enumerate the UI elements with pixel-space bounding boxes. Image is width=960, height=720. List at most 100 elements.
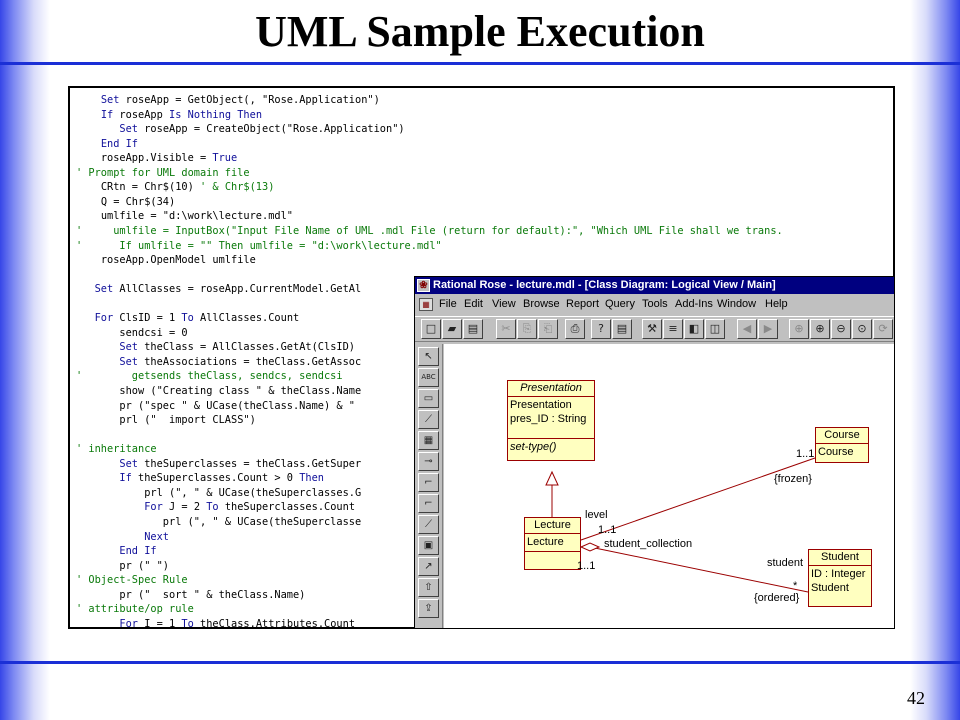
browse-component-icon[interactable]: ◧ bbox=[684, 319, 704, 339]
save-icon[interactable]: ▤ bbox=[463, 319, 483, 339]
diagram-tool-palette: ↖ ABC ▭ ⟋ ▦ ⊸ ⌐ ⌐ ⟋ ▣ ↗ ⇧ ⇪ bbox=[415, 344, 443, 628]
browse-deployment-icon[interactable]: ◫ bbox=[705, 319, 725, 339]
code-indent bbox=[76, 181, 101, 193]
menu-item-report[interactable]: Report bbox=[566, 298, 600, 310]
code-text: theClass.Attributes.Count bbox=[200, 617, 356, 629]
rational-rose-window[interactable]: ❀ Rational Rose - lecture.mdl - [Class D… bbox=[414, 276, 895, 629]
menu-item-view[interactable]: View bbox=[492, 298, 516, 310]
code-keyword: Is Nothing Then bbox=[169, 108, 263, 121]
realize-icon[interactable]: ⇪ bbox=[418, 599, 439, 618]
code-comment: ' If umlfile = "" Then umlfile = "d:\wor… bbox=[76, 239, 442, 252]
code-line: ' If umlfile = "" Then umlfile = "d:\wor… bbox=[76, 239, 442, 254]
document-menu-icon[interactable]: ▦ bbox=[419, 298, 433, 311]
code-indent bbox=[76, 109, 101, 121]
code-text: prl (", " & UCase(theSuperclasse bbox=[162, 515, 362, 528]
zoom-out-icon[interactable]: ⊖ bbox=[831, 319, 851, 339]
code-text: J = 2 bbox=[169, 501, 207, 514]
menu-item-add-ins[interactable]: Add-Ins bbox=[675, 298, 713, 310]
code-keyword: If bbox=[100, 108, 120, 121]
code-indent bbox=[76, 414, 119, 426]
code-line: Set roseApp = CreateObject("Rose.Applica… bbox=[76, 122, 405, 137]
association-icon[interactable]: ⌐ bbox=[418, 473, 439, 492]
window-title-bar[interactable]: ❀ Rational Rose - lecture.mdl - [Class D… bbox=[415, 277, 894, 294]
class-student[interactable]: Student ID : Integer Student bbox=[808, 549, 872, 607]
package-icon[interactable]: ▣ bbox=[418, 536, 439, 555]
code-text: CRtn = Chr$(10) bbox=[100, 181, 201, 194]
refresh-icon[interactable]: ⟳ bbox=[873, 319, 893, 339]
class-presentation[interactable]: Presentation Presentation pres_ID : Stri… bbox=[507, 380, 595, 461]
class-lecture[interactable]: Lecture Lecture bbox=[524, 517, 581, 570]
code-line: If roseApp Is Nothing Then bbox=[76, 108, 262, 123]
menu-bar: ▦ File Edit View Browse Report Query Tools Add-… bbox=[415, 295, 894, 314]
menu-item-edit[interactable]: Edit bbox=[464, 298, 483, 310]
code-keyword: To bbox=[181, 617, 201, 629]
code-line: For J = 2 To theSuperclasses.Count bbox=[76, 500, 355, 515]
undo-fit-icon[interactable]: ⊙ bbox=[852, 319, 872, 339]
class-course[interactable]: Course Course bbox=[815, 427, 869, 463]
copy-icon[interactable]: ⎘ bbox=[517, 319, 537, 339]
code-keyword: Set bbox=[100, 94, 126, 106]
level-association-line bbox=[580, 457, 816, 541]
class-name: Student bbox=[809, 550, 871, 566]
class-icon[interactable]: ▦ bbox=[418, 431, 439, 450]
relationship-lines bbox=[545, 457, 816, 593]
menu-item-query[interactable]: Query bbox=[605, 298, 635, 310]
cut-icon[interactable]: ✂ bbox=[496, 319, 516, 339]
code-text: pr ("spec " & UCase(theClass.Name) & " bbox=[119, 399, 355, 412]
code-indent bbox=[76, 94, 101, 106]
selection-arrow-icon[interactable]: ↖ bbox=[418, 347, 439, 366]
print-icon[interactable]: ⎙ bbox=[565, 319, 585, 339]
documentation-icon[interactable]: ▤ bbox=[612, 319, 632, 339]
paste-icon[interactable]: ⎗ bbox=[538, 319, 558, 339]
browse-class-icon[interactable]: ⚒ bbox=[642, 319, 662, 339]
dependency-icon[interactable]: ↗ bbox=[418, 557, 439, 576]
code-keyword: Set bbox=[119, 341, 145, 354]
code-text: theSuperclasses = theClass.GetSuper bbox=[144, 457, 362, 470]
note-icon[interactable]: ▭ bbox=[418, 389, 439, 408]
rose-app-icon[interactable]: ❀ bbox=[417, 279, 430, 292]
new-icon[interactable]: □ bbox=[421, 319, 441, 339]
course-multiplicity-label: 1..1 bbox=[796, 448, 815, 460]
menu-item-file[interactable]: File bbox=[439, 298, 457, 310]
interface-icon[interactable]: ⊸ bbox=[418, 452, 439, 471]
menu-item-browse[interactable]: Browse bbox=[523, 298, 560, 310]
class-name: Lecture bbox=[525, 518, 580, 534]
generalization-icon[interactable]: ⇧ bbox=[418, 578, 439, 597]
code-text: pr (" sort " & theClass.Name) bbox=[119, 588, 306, 601]
ordered-constraint-label: {ordered} bbox=[754, 592, 800, 604]
code-text: theSuperclasses.Count bbox=[224, 501, 356, 514]
next-diagram-icon[interactable]: ▶ bbox=[758, 319, 778, 339]
code-line: Set theAssociations = theClass.GetAssoc bbox=[76, 355, 361, 370]
open-icon[interactable]: ▰ bbox=[442, 319, 462, 339]
code-line: For ClsID = 1 To AllClasses.Count bbox=[76, 311, 300, 326]
anchor-note-icon[interactable]: ⟋ bbox=[418, 410, 439, 429]
attribute: Student bbox=[811, 582, 849, 594]
previous-diagram-icon[interactable]: ◀ bbox=[737, 319, 757, 339]
browse-interaction-icon[interactable]: ≡ bbox=[663, 319, 683, 339]
context-help-icon[interactable]: ? bbox=[591, 319, 611, 339]
footer-divider bbox=[0, 661, 960, 664]
attribute: ID : Integer bbox=[811, 568, 866, 580]
menu-item-window[interactable]: Window bbox=[717, 298, 757, 310]
code-indent bbox=[76, 560, 119, 572]
link-attribute-icon[interactable]: ⟋ bbox=[418, 515, 439, 534]
code-indent bbox=[76, 152, 101, 164]
code-text: ClsID = 1 bbox=[119, 312, 182, 325]
code-keyword: Next bbox=[144, 530, 170, 543]
zoom-in-icon[interactable]: ⊕ bbox=[810, 319, 830, 339]
code-line: Next bbox=[76, 530, 169, 545]
aggregation-icon[interactable]: ⌐ bbox=[418, 494, 439, 513]
menu-item-help[interactable]: Help bbox=[765, 298, 788, 310]
fit-in-window-icon[interactable]: ⊕ bbox=[789, 319, 809, 339]
window-title-text: Rational Rose - lecture.mdl - [Class Dia… bbox=[433, 279, 776, 291]
menu-item-tools[interactable]: Tools bbox=[642, 298, 668, 310]
code-text: roseApp = CreateObject("Rose.Application… bbox=[144, 123, 405, 136]
attribute: Presentation bbox=[510, 399, 572, 411]
class-diagram-canvas[interactable]: Presentation Presentation pres_ID : Stri… bbox=[444, 344, 894, 628]
attribute: Course bbox=[818, 446, 854, 458]
text-box-icon[interactable]: ABC bbox=[418, 368, 439, 387]
code-indent bbox=[76, 618, 119, 627]
slide-title: UML Sample Execution bbox=[255, 7, 705, 56]
code-indent bbox=[76, 210, 101, 222]
